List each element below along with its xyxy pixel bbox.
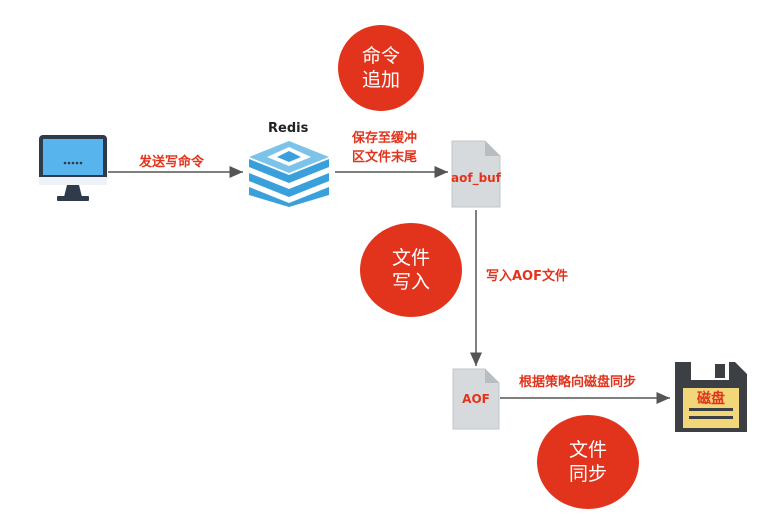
floppy-disk-icon	[671, 358, 751, 436]
send-command-label: 发送写命令	[139, 155, 205, 170]
save-buffer-label-line2: 区文件末尾	[352, 150, 418, 165]
write-circle-line1: 文件	[391, 247, 430, 269]
sync-circle-line2: 同步	[568, 463, 607, 485]
write-aof-label: 写入AOF文件	[486, 269, 568, 284]
redis-logo-icon	[245, 139, 333, 207]
append-circle-line2: 追加	[361, 69, 400, 91]
computer-icon	[37, 133, 109, 205]
aof-buf-file-icon	[451, 140, 501, 208]
append-circle-line1: 命令	[361, 45, 400, 67]
write-circle: 文件 写入	[360, 223, 462, 317]
disk-label: 磁盘	[697, 391, 725, 407]
sync-policy-label: 根据策略向磁盘同步	[519, 375, 637, 390]
save-buffer-label-line1: 保存至缓冲	[352, 131, 418, 146]
sync-circle: 文件 同步	[537, 415, 639, 509]
aof-label: AOF	[462, 392, 490, 406]
aof-buf-label: aof_buf	[451, 171, 501, 185]
write-circle-line2: 写入	[391, 271, 430, 293]
sync-circle-line1: 文件	[568, 439, 607, 461]
aof-file-icon	[452, 368, 500, 430]
redis-label: Redis	[268, 121, 309, 136]
append-circle: 命令 追加	[338, 25, 424, 111]
